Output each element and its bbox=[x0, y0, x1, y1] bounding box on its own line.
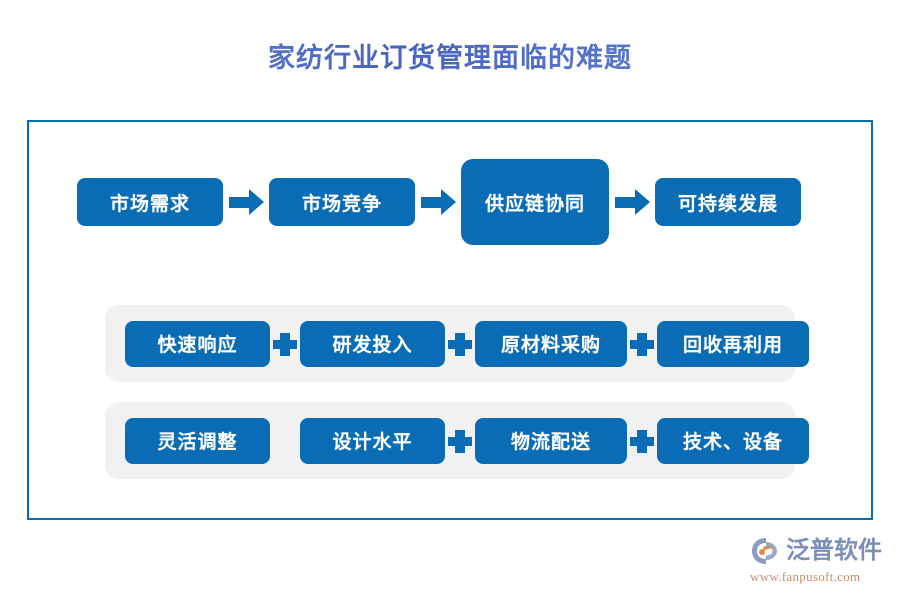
factor-label: 灵活调整 bbox=[157, 432, 238, 453]
plus-bar-vertical bbox=[637, 332, 647, 356]
factor-chip-flexible-adjustment[interactable]: 灵活调整 bbox=[125, 417, 270, 464]
arrow-right-icon bbox=[225, 189, 267, 215]
factor-group-row-1: 快速响应 研发投入 原材料采购 bbox=[105, 305, 809, 382]
flow-step-label: 市场需求 bbox=[109, 193, 190, 215]
plus-icon bbox=[627, 331, 657, 357]
plus-bar-vertical bbox=[455, 332, 465, 356]
factor-label: 技术、设备 bbox=[682, 432, 783, 453]
arrow-right-icon bbox=[417, 189, 459, 215]
factor-chip-logistics-delivery[interactable]: 物流配送 bbox=[475, 417, 627, 464]
flow-step-2[interactable]: 市场竞争 bbox=[269, 178, 415, 226]
factor-group-row-2: 灵活调整 设计水平 物流配送 技术、设备 bbox=[105, 402, 809, 479]
logo-website-url: www.fanpusoft.com bbox=[750, 569, 861, 584]
factor-cell: 快速响应 bbox=[125, 320, 300, 367]
plus-bar-vertical bbox=[280, 332, 290, 356]
factor-chip-rnd-investment[interactable]: 研发投入 bbox=[300, 320, 445, 367]
factor-cell: 物流配送 bbox=[475, 417, 657, 464]
factor-chip-quick-response[interactable]: 快速响应 bbox=[125, 320, 270, 367]
brand-logo: 泛普软件 www.fanpusoft.com bbox=[750, 534, 882, 588]
process-flow-row: 市场需求 市场竞争 供应链协同 可持续发展 bbox=[77, 142, 817, 262]
factor-cell: 回收再利用 bbox=[657, 320, 809, 367]
factor-chip-raw-material-purchase[interactable]: 原材料采购 bbox=[475, 320, 627, 367]
arrow-shaft bbox=[615, 197, 637, 208]
factor-separator-none bbox=[270, 428, 300, 454]
flow-step-label: 市场竞争 bbox=[301, 193, 382, 215]
flow-step-label: 可持续发展 bbox=[677, 193, 778, 215]
plus-icon bbox=[445, 428, 475, 454]
factor-chip-technology-equipment[interactable]: 技术、设备 bbox=[657, 417, 809, 464]
factor-chip-recycling-reuse[interactable]: 回收再利用 bbox=[657, 320, 809, 367]
factor-label: 物流配送 bbox=[510, 432, 591, 453]
factor-label: 设计水平 bbox=[332, 432, 413, 453]
plus-bar-vertical bbox=[455, 429, 465, 453]
factor-cell: 研发投入 bbox=[300, 320, 475, 367]
arrow-right-icon bbox=[611, 189, 653, 215]
factor-label: 回收再利用 bbox=[682, 335, 783, 356]
plus-icon bbox=[270, 331, 300, 357]
plus-icon bbox=[627, 428, 657, 454]
page-title: 家纺行业订货管理面临的难题 bbox=[0, 36, 900, 75]
flow-step-3[interactable]: 供应链协同 bbox=[461, 159, 609, 245]
flow-step-1[interactable]: 市场需求 bbox=[77, 178, 223, 226]
plus-icon bbox=[445, 331, 475, 357]
logo-company-name: 泛普软件 bbox=[786, 538, 882, 564]
arrow-head bbox=[635, 189, 650, 215]
factor-label: 研发投入 bbox=[332, 335, 413, 356]
arrow-head bbox=[249, 189, 264, 215]
flow-step-4[interactable]: 可持续发展 bbox=[655, 178, 801, 226]
fanpu-logo-icon bbox=[750, 536, 782, 566]
factor-cell: 原材料采购 bbox=[475, 320, 657, 367]
factor-cell: 技术、设备 bbox=[657, 417, 809, 464]
diagram-frame: 市场需求 市场竞争 供应链协同 可持续发展 快速响应 bbox=[27, 120, 873, 520]
factor-cell: 灵活调整 bbox=[125, 417, 300, 464]
flow-step-label: 供应链协同 bbox=[484, 193, 585, 215]
factor-label: 原材料采购 bbox=[500, 335, 601, 356]
factor-chip-design-level[interactable]: 设计水平 bbox=[300, 417, 445, 464]
plus-bar-vertical bbox=[637, 429, 647, 453]
arrow-shaft bbox=[229, 197, 251, 208]
arrow-head bbox=[441, 189, 456, 215]
logo-row: 泛普软件 bbox=[750, 534, 882, 568]
factor-cell: 设计水平 bbox=[300, 417, 475, 464]
factor-label: 快速响应 bbox=[157, 335, 238, 356]
arrow-shaft bbox=[421, 197, 443, 208]
